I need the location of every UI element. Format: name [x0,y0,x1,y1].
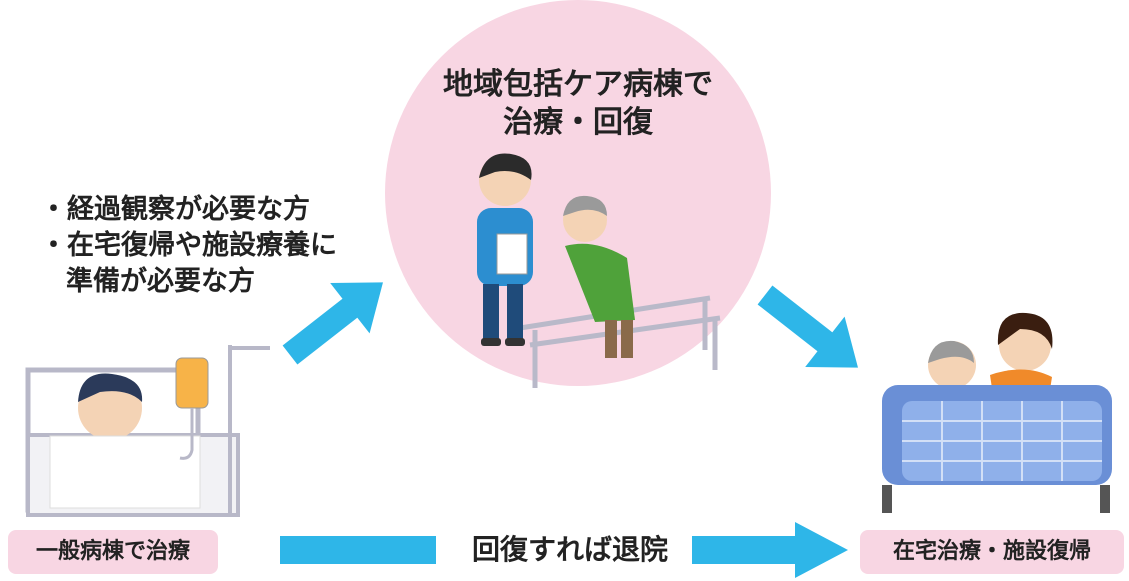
arrow-up-right-icon [282,282,383,365]
criteria-item: 準備が必要な方 [66,266,255,297]
patient-bed-icon [25,345,270,517]
iv-drip-icon [175,345,270,515]
criteria-item: ・経過観察が必要な方 [40,194,310,225]
home-care-bed-icon [882,312,1112,513]
criteria-item: ・在宅復帰や施設療養に [40,230,337,261]
discharge-label: 回復すれば退院 [471,533,668,566]
arrow-down-right-icon [757,285,858,368]
elderly-walker-icon [563,195,635,358]
criteria-list: ・経過観察が必要な方 ・在宅復帰や施設療養に 準備が必要な方 [40,192,337,300]
discharge-arrow-icon [280,522,848,578]
general-ward-label: 一般病棟で治療 [8,530,218,574]
rehab-staff-icon [477,153,533,346]
ward-circle-title: 地域包括ケア病棟で 治療・回復 [385,66,771,142]
circle-title-line1: 地域包括ケア病棟で [443,67,713,102]
home-care-label: 在宅治療・施設復帰 [860,530,1124,574]
rehab-illustration-icon [477,153,721,388]
circle-title-line2: 治療・回復 [503,105,653,140]
